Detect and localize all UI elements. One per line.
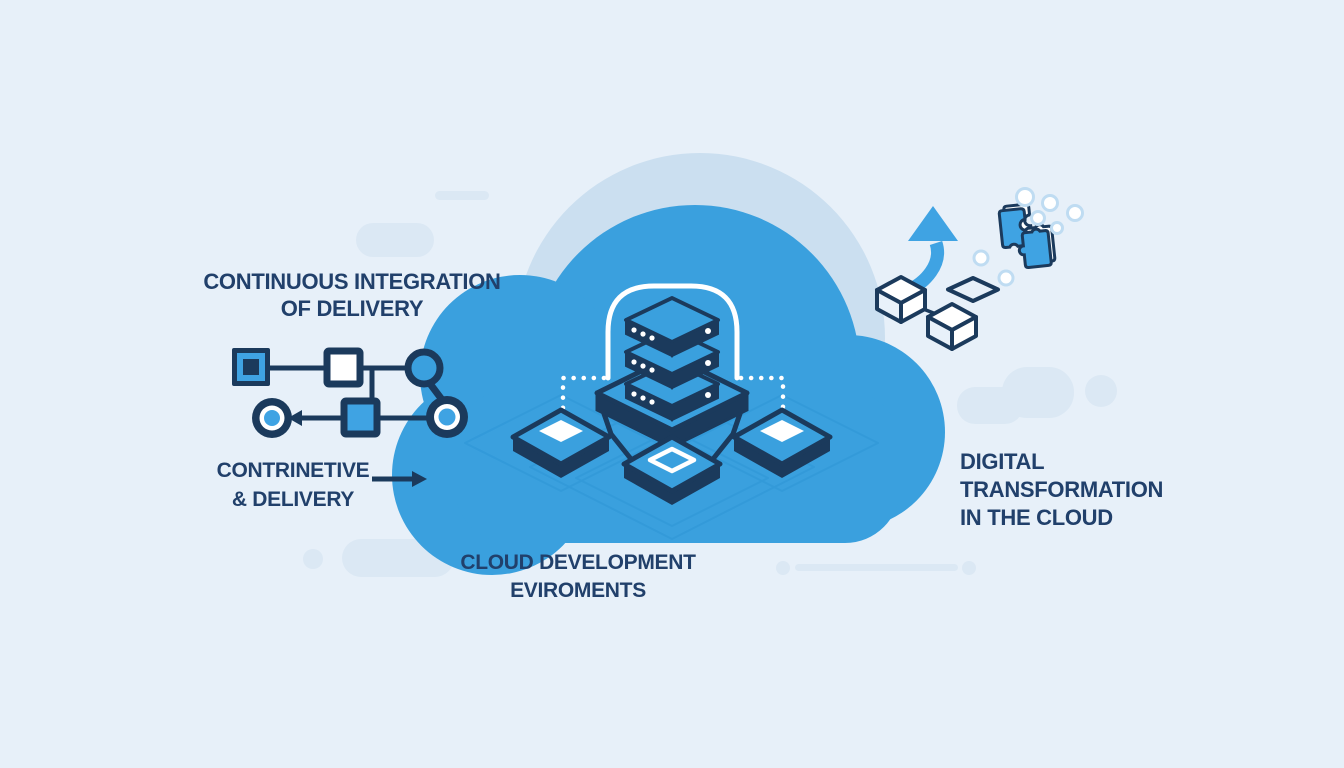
bubble [972,249,990,267]
puzzle-pieces-icon [997,202,1057,270]
heading-line: CONTINUOUS INTEGRATION [203,269,501,294]
cube-icon-2 [926,302,978,351]
background-decor [303,191,1117,577]
heading-line: CONTRINETIVE [216,459,370,482]
heading-line: DIGITAL [960,449,1045,474]
bubble [997,269,1015,287]
pipeline-square-2 [323,347,364,388]
cube-right-face [899,288,927,324]
ci-cd-pipeline-icon [232,347,468,438]
decor-circle [303,549,323,569]
puzzle-piece-2 [1017,223,1057,270]
decor-blob [1002,367,1074,418]
pipeline-circle-bottom-right [426,396,468,438]
pipeline-square-3 [340,397,381,438]
bubbles [972,187,1084,287]
server-slab-top [624,296,720,358]
bubble [1041,194,1059,212]
cube-right-face [950,315,978,351]
decor-thin-pill [435,191,489,200]
heading-line: OF DELIVERY [280,296,424,321]
heading-line: & DELIVERY [231,488,355,511]
cube-icon-1 [875,275,927,324]
heading-contrinetive-delivery: CONTRINETIVE & DELIVERY [163,456,423,514]
tile-white-diamond [760,420,804,442]
up-arrow-icon [904,206,958,297]
heading-digital-transformation: DIGITAL TRANSFORMATION IN THE CLOUD [960,448,1200,532]
server-arch-outline [605,283,740,381]
tile-white-diamond [539,420,583,442]
pipeline-square-1 [232,348,270,386]
bubble [1050,221,1064,235]
right-arrow-icon [372,471,427,487]
heading-line: EVIROMENTS [510,579,646,602]
node-tile-center [621,434,723,505]
node-tile-right [731,407,833,478]
bubble [1030,210,1046,226]
pipeline-circle-top [404,348,444,388]
decor-dashed-line [776,561,976,575]
pipeline-arrow-left [288,410,342,426]
dotted-connector-left [560,375,607,415]
bubble [1015,187,1035,207]
heading-line: CLOUD DEVELOPMENT [460,551,696,574]
heading-continuous-integration: CONTINUOUS INTEGRATION OF DELIVERY [202,268,502,322]
decor-pill [356,223,434,257]
node-tile-left [510,407,612,478]
decor-circle [1085,375,1117,407]
bubble [1066,204,1084,222]
server-stack-icon [624,296,720,422]
heading-cloud-development: CLOUD DEVELOPMENT EVIROMENTS [448,549,708,605]
dotted-connector-right [738,375,786,411]
diamond-outline-icon [946,276,1000,303]
pipeline-circle-bottom-left [252,398,292,438]
heading-line: TRANSFORMATION [960,477,1164,502]
tile-outline-diamond [647,446,697,474]
heading-line: IN THE CLOUD [960,505,1113,530]
